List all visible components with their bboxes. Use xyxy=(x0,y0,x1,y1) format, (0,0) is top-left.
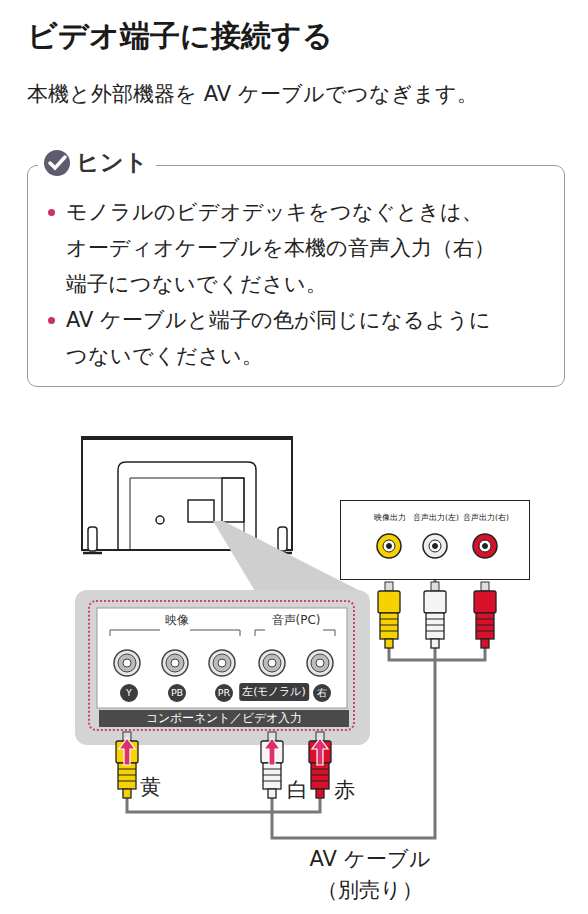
jack-caption: 音声出力(右) xyxy=(463,513,509,523)
hint-title: ヒント xyxy=(76,147,148,178)
jack xyxy=(162,650,188,676)
jack-label: 右 xyxy=(313,684,331,702)
tv-top-edge xyxy=(82,436,292,440)
hint-text: AV ケーブルと端子の色が同じになるように つないでください。 xyxy=(66,308,491,368)
jack-label: PR xyxy=(215,684,233,702)
jack-label: PB xyxy=(168,684,186,702)
tv-housing xyxy=(82,437,292,550)
bracket-audio xyxy=(255,630,335,636)
tv-screw xyxy=(156,516,164,524)
bullet-dot xyxy=(48,317,55,324)
plug-red xyxy=(309,732,331,798)
cable-note: （別売り） xyxy=(317,876,423,904)
insert-arrows xyxy=(119,738,328,765)
jack-caption: 映像出力 xyxy=(374,513,406,523)
intro-text: 本機と外部機器を AV ケーブルでつなぎます。 xyxy=(27,80,478,108)
cable-wires xyxy=(127,646,485,812)
plug-white xyxy=(424,582,446,648)
jack xyxy=(209,650,235,676)
terminal-panel: 映像 音声(PC) Y PB PR 左(モノラル)右コンポーネント／ビデオ入力 xyxy=(88,600,355,731)
hint-box: ヒントモノラルのビデオデッキをつなぐときは、 オーディオケーブルを本機の音声入力… xyxy=(27,165,565,387)
tv-stand-base xyxy=(83,552,102,555)
color-label: 黄 xyxy=(140,773,161,801)
check-icon xyxy=(42,148,72,178)
group-caption: 音声(PC) xyxy=(272,612,321,629)
cable-label: AV ケーブル xyxy=(309,845,430,873)
jack-caption: 音声出力(左) xyxy=(413,513,459,523)
color-label: 白 xyxy=(287,776,308,804)
jack-label: Y xyxy=(120,684,138,702)
bullet-dot xyxy=(48,209,55,216)
jack xyxy=(114,650,140,676)
hint-item: AV ケーブルと端子の色が同じになるように つないでください。 xyxy=(42,302,536,374)
plug-yellow xyxy=(378,582,400,648)
color-label: 赤 xyxy=(334,776,355,804)
tv-jacks xyxy=(114,650,333,676)
plugs xyxy=(116,582,496,798)
page-title: ビデオ端子に接続する xyxy=(27,16,333,57)
group-caption: 映像 xyxy=(165,612,189,629)
tv-terminal-area xyxy=(222,478,244,522)
tv-back xyxy=(82,437,292,553)
terminal-face xyxy=(97,608,347,708)
insert-arrow xyxy=(312,738,328,765)
jack-label: 左(モノラル) xyxy=(239,683,309,701)
jack-white xyxy=(423,534,447,558)
jack xyxy=(307,650,333,676)
tv-terminal-area xyxy=(188,500,214,522)
callout-panel xyxy=(75,590,370,745)
check-icon-disc xyxy=(44,150,70,176)
hint-text: モノラルのビデオデッキをつなぐときは、 オーディオケーブルを本機の音声入力（右）… xyxy=(66,200,495,296)
panel-caption: コンポーネント／ビデオ入力 xyxy=(99,710,349,727)
tv-stand-foot xyxy=(278,527,287,551)
hint-heading: ヒント xyxy=(38,147,156,178)
check-mark xyxy=(50,157,65,168)
jack xyxy=(259,650,285,676)
external-device-box: 映像出力音声出力(左) 音声出力(右) xyxy=(340,500,530,580)
insert-arrow xyxy=(264,738,280,765)
group-bracket xyxy=(110,630,335,636)
jack-red xyxy=(473,534,497,558)
plug-yellow xyxy=(116,732,138,798)
insert-arrow xyxy=(119,738,135,765)
hint-item: モノラルのビデオデッキをつなぐときは、 オーディオケーブルを本機の音声入力（右）… xyxy=(42,194,536,302)
plug-red xyxy=(474,582,496,648)
callout-wedge xyxy=(213,521,370,596)
device-jacks xyxy=(377,534,497,558)
tv-stand-foot xyxy=(88,527,97,551)
jack-yellow xyxy=(377,534,401,558)
bracket-video xyxy=(110,630,240,636)
plug-white xyxy=(261,732,283,798)
